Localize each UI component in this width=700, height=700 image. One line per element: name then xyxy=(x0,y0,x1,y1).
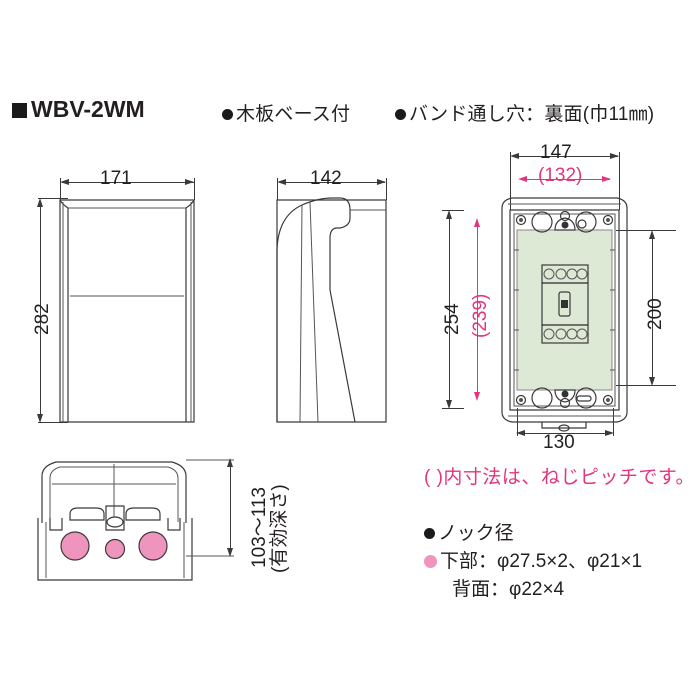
round-bullet-icon xyxy=(424,528,435,539)
interior-width-pitch-label: (132) xyxy=(538,165,583,186)
side-ext-right xyxy=(386,178,387,200)
interior-width-dim-line xyxy=(513,156,618,157)
interior-outline xyxy=(501,197,628,432)
header-row: WBV-2WM 木板ベース付 バンド通し穴：裏面(巾11㎜) xyxy=(0,96,700,130)
model-name-text: WBV-2WM xyxy=(31,96,145,122)
note-knock-back: 背面：φ22×4 xyxy=(452,579,565,600)
front-width-label: 171 xyxy=(100,168,132,189)
feature-wood-base-text: 木板ベース付 xyxy=(236,104,351,125)
interior-ext-left xyxy=(510,152,511,210)
interior-pitch-dim-line xyxy=(521,179,610,180)
note-knock-bottom-text: 下部：φ27.5×2、φ21×1 xyxy=(440,551,643,572)
interior-h-ext-bottom xyxy=(442,408,464,409)
interior-right-ext-top xyxy=(616,230,676,231)
interior-width-arrow-right xyxy=(610,152,619,159)
front-view: 171 282 xyxy=(0,150,250,450)
model-name: WBV-2WM xyxy=(12,96,145,123)
front-height-arrow-down xyxy=(36,414,43,423)
interior-right-ext-bottom xyxy=(616,385,676,386)
side-depth-label: 142 xyxy=(310,168,342,189)
interior-width-outer-label: 147 xyxy=(540,142,572,163)
pink-bullet-icon xyxy=(424,555,437,568)
interior-width-bottom-label: 130 xyxy=(543,432,575,453)
front-width-arrow-right xyxy=(185,178,194,185)
feature-band-hole-text: バンド通し穴：裏面(巾11㎜) xyxy=(409,104,655,125)
bottom-view: 103〜113 (有効深さ) xyxy=(20,448,310,608)
round-bullet-icon xyxy=(222,109,233,120)
interior-h-ext-top xyxy=(442,210,464,211)
front-height-ext-bottom xyxy=(38,422,68,423)
side-ext-left xyxy=(277,178,278,200)
interior-height-arrow-down xyxy=(445,400,452,409)
interior-pitch-arrow-left xyxy=(518,175,527,182)
note-paren-pitch: ( )内寸法は、ねじピッチです。 xyxy=(424,467,696,488)
interior-bottom-arrow-left xyxy=(516,429,525,436)
front-ext-left xyxy=(60,178,61,200)
interior-height-dim-line xyxy=(449,214,450,404)
interior-width-arrow-left xyxy=(510,152,519,159)
front-view-outline xyxy=(59,199,195,423)
interior-bottom-dim-line xyxy=(520,433,610,434)
round-bullet-icon xyxy=(395,109,406,120)
side-depth-arrow-left xyxy=(277,178,286,185)
bottom-view-outline xyxy=(37,459,234,581)
feature-band-hole: バンド通し穴：裏面(巾11㎜) xyxy=(395,99,654,126)
side-view-outline xyxy=(276,197,387,423)
interior-pitch-arrow-right xyxy=(602,175,611,182)
front-height-ext-top xyxy=(38,198,68,199)
bottom-depth-dim-line xyxy=(230,462,231,554)
note-knock-bottom: 下部：φ27.5×2、φ21×1 xyxy=(424,546,642,573)
interior-pitch-height-dim-line xyxy=(477,223,478,395)
bottom-depth-sub-label: (有効深さ) xyxy=(269,484,290,573)
interior-right-arrow-down xyxy=(648,377,655,386)
front-height-dim-line xyxy=(40,202,41,418)
bottom-depth-arrow-up xyxy=(226,458,233,467)
interior-pitch-height-arrow-up xyxy=(473,218,480,227)
front-width-arrow-left xyxy=(60,178,69,185)
front-width-dim-line xyxy=(62,182,194,183)
side-depth-dim-line xyxy=(280,182,385,183)
note-knock-title-text: ノック径 xyxy=(438,523,514,544)
interior-ext-right xyxy=(619,152,620,210)
square-bullet-icon xyxy=(12,103,27,118)
interior-view: 147 (132) 254 (239) 200 130 xyxy=(420,140,700,460)
front-height-arrow-up xyxy=(36,198,43,207)
front-ext-right xyxy=(194,178,195,200)
bottom-depth-arrow-down xyxy=(226,548,233,557)
interior-right-arrow-up xyxy=(648,230,655,239)
interior-height-arrow-up xyxy=(445,210,452,219)
interior-right-dim-line xyxy=(652,234,653,381)
feature-wood-base: 木板ベース付 xyxy=(222,99,350,126)
side-view: 142 xyxy=(240,150,440,450)
side-depth-arrow-right xyxy=(377,178,386,185)
interior-bottom-arrow-right xyxy=(605,429,614,436)
interior-pitch-height-arrow-down xyxy=(473,392,480,401)
note-knock-title: ノック径 xyxy=(424,518,514,545)
